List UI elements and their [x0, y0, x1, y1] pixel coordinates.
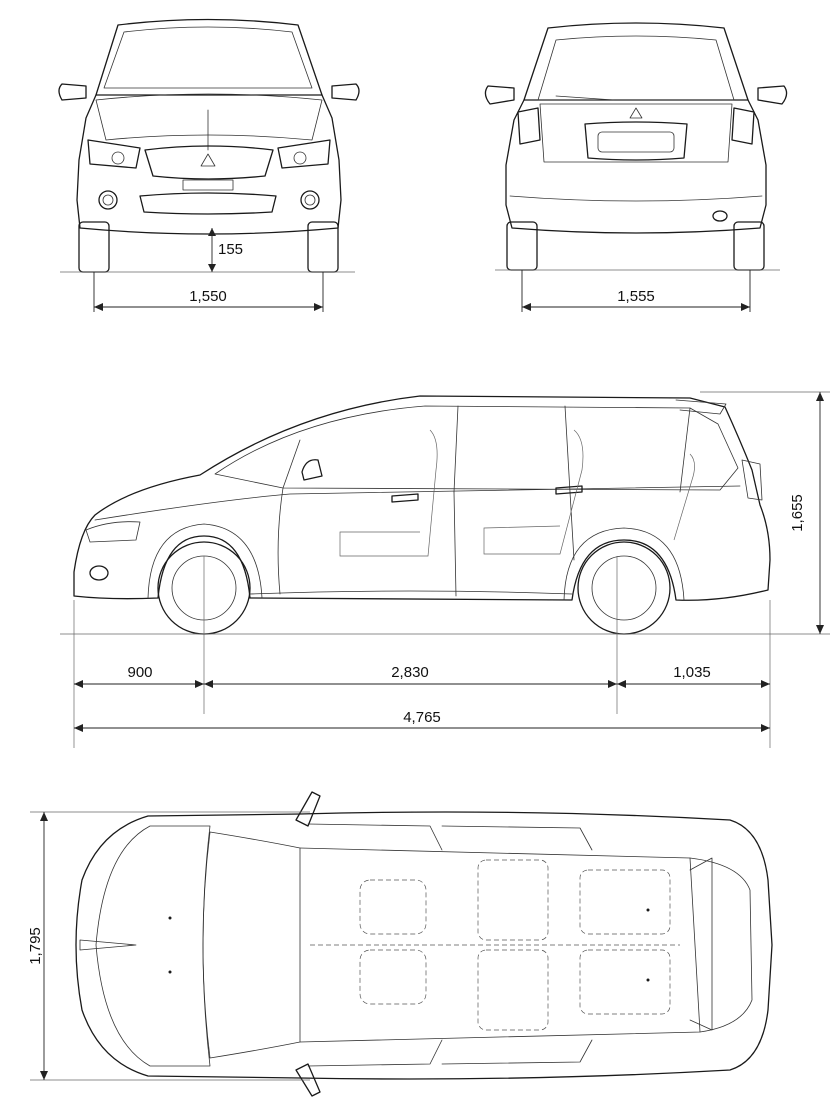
front-ground-clearance-label: 155 [218, 241, 243, 258]
wheelbase-label: 2,830 [391, 664, 429, 681]
rear-overhang-label: 1,035 [673, 664, 711, 681]
side-view [60, 391, 830, 748]
rear-track-label: 1,555 [617, 288, 655, 305]
front-track-label: 1,550 [189, 288, 227, 305]
front-view [58, 18, 360, 312]
height-label: 1,655 [789, 494, 806, 532]
rear-view [484, 22, 788, 312]
overall-length-label: 4,765 [403, 709, 441, 726]
overall-width-label: 1,795 [27, 927, 44, 965]
top-view [30, 791, 773, 1097]
front-overhang-label: 900 [127, 664, 152, 681]
